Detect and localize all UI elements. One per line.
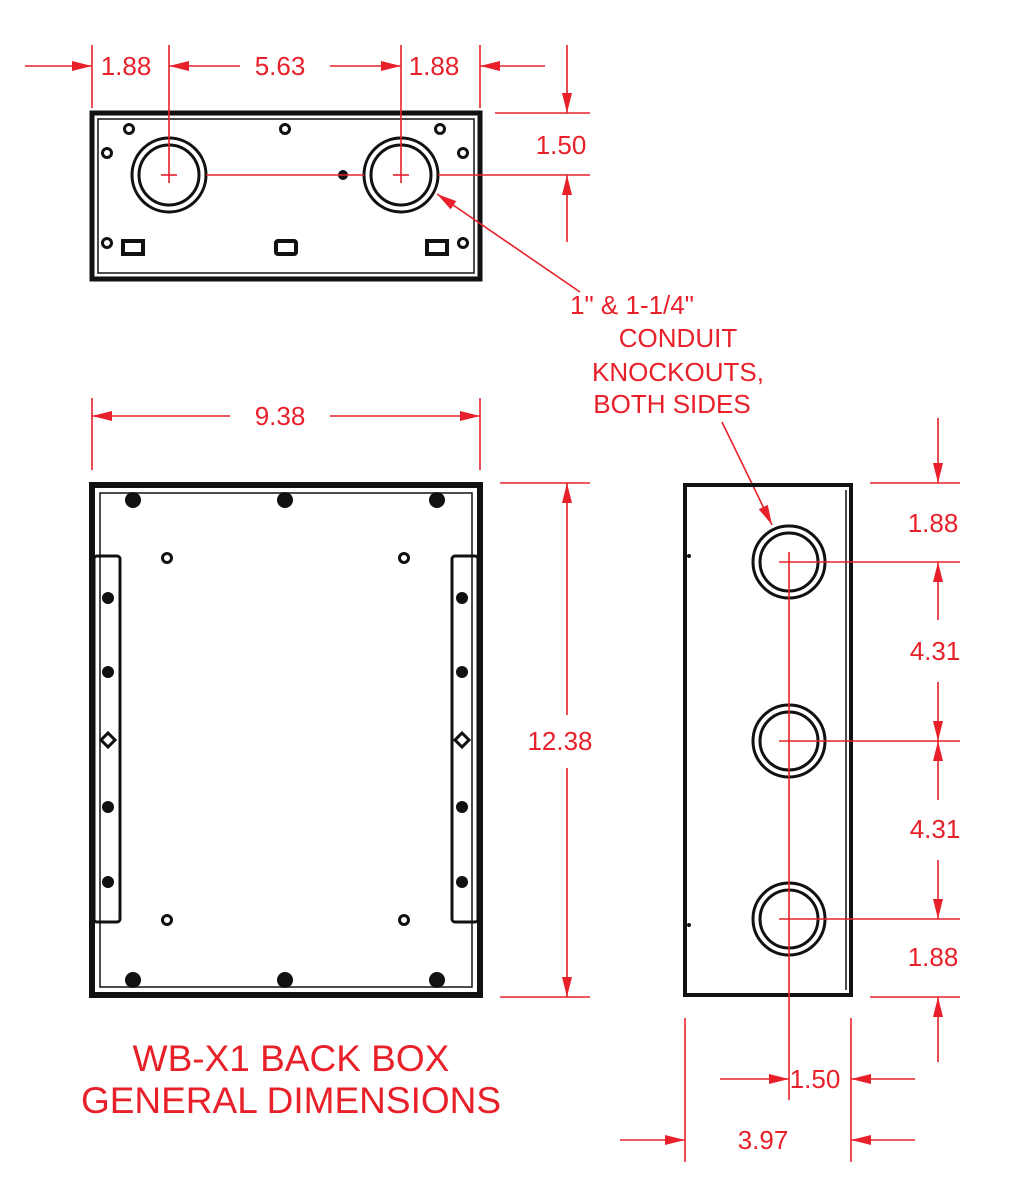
callout-line-1: 1" & 1-1/4" [570,290,694,320]
top-dimension-lines [25,45,590,242]
drawing-title-line-1: WB-X1 BACK BOX [133,1038,450,1079]
dim-side-depth-3-97: 3.97 [738,1125,789,1155]
dim-top-right-1-88: 1.88 [409,51,460,81]
mounting-holes [101,123,469,256]
dim-side-spacing-2: 4.31 [910,814,961,844]
dim-side-offset-1-50: 1.50 [790,1064,841,1094]
side-view: 1.88 4.31 4.31 1.88 1.50 3.97 [620,418,960,1162]
dim-top-depth-1-50: 1.50 [536,130,587,160]
callout-line-3: KNOCKOUTS, [592,357,764,387]
dim-front-height: 12.38 [527,726,592,756]
dim-top-ko-spacing: 5.63 [255,51,306,81]
dim-front-width: 9.38 [255,401,306,431]
callout-line-2: CONDUIT [619,323,738,353]
dim-side-spacing-1: 4.31 [910,636,961,666]
front-dimension-lines [91,398,590,998]
knockout-callout: 1" & 1-1/4" CONDUIT KNOCKOUTS, BOTH SIDE… [436,193,773,526]
dim-top-left-1-88: 1.88 [101,51,152,81]
dim-side-top-1-88: 1.88 [908,508,959,538]
callout-line-4: BOTH SIDES [593,389,750,419]
drawing-title-line-2: GENERAL DIMENSIONS [81,1080,501,1121]
dim-side-bottom-1-88: 1.88 [908,942,959,972]
front-holes [98,492,472,988]
top-view: 1.88 5.63 1.88 1.50 [25,45,590,282]
front-view: 9.38 12.38 [89,398,593,998]
side-dimension-lines [620,418,960,1162]
